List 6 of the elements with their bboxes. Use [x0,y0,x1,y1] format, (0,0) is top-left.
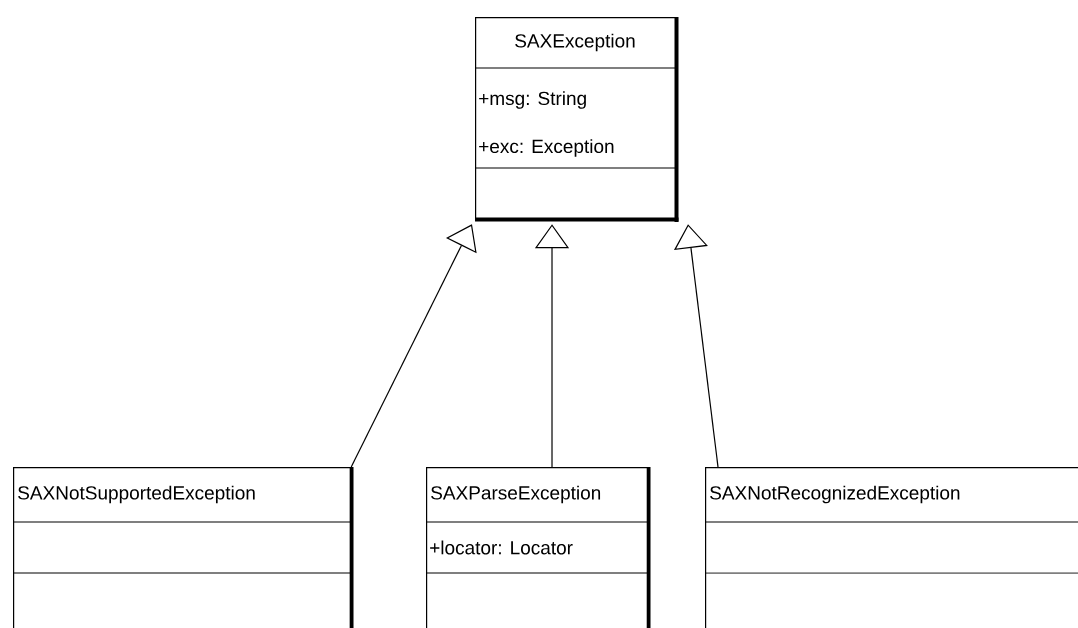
class-box: SAXNotSupportedException [12,467,354,628]
class-box: SAXException +msg: String +exc: Exception [474,17,679,222]
inheritance-arrow [350,224,477,468]
class-box: SAXNotRecognizedException [704,467,1078,628]
inheritance-arrow [673,224,719,468]
class-box: SAXParseException +locator: Locator [425,467,651,628]
